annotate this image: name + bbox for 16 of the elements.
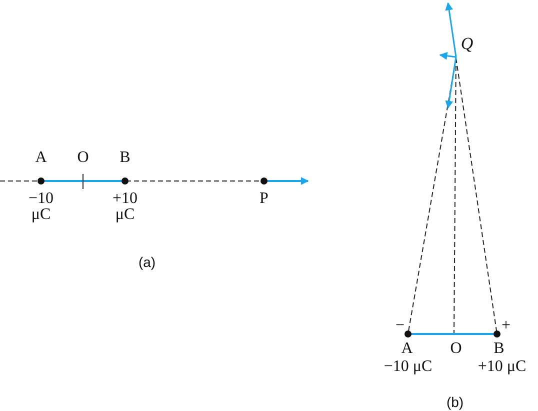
charge-label: +10 μC: [111, 191, 139, 223]
point-label: P: [260, 191, 268, 207]
sign-label: +: [501, 318, 511, 334]
figure-caption: (a): [138, 254, 156, 270]
charge-label: −10 μC: [384, 359, 432, 375]
point-label: O: [77, 150, 89, 166]
charge-label: +10 μC: [478, 359, 526, 375]
point-label: Q: [460, 36, 474, 52]
sign-label: −: [395, 318, 405, 334]
figure-caption: (b): [446, 394, 464, 410]
point-label: A: [401, 341, 413, 357]
point-label: B: [120, 150, 130, 166]
point-label: B: [494, 341, 504, 357]
charge-label: −10 μC: [27, 191, 55, 223]
point-label: A: [35, 150, 47, 166]
point-label: O: [450, 341, 462, 357]
